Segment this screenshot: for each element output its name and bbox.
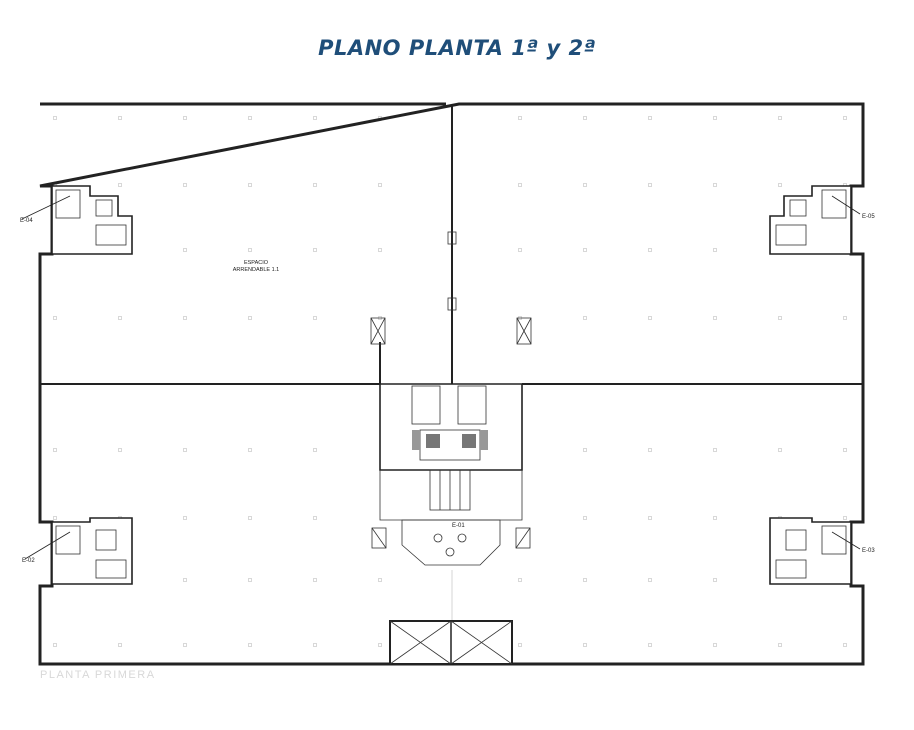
column-marker [183,516,187,520]
column-marker [248,578,252,582]
stair-label-e05: E-05 [862,214,875,220]
column-marker [53,643,57,647]
column-marker [183,448,187,452]
column-marker [313,448,317,452]
column-marker [518,248,522,252]
structural-columns [53,116,847,647]
stair-label-e01: E-01 [452,523,465,529]
column-marker [118,183,122,187]
column-marker [313,183,317,187]
stair-label-e03: E-03 [862,548,875,554]
column-marker [518,643,522,647]
column-marker [778,643,782,647]
column-marker [648,183,652,187]
column-marker [778,183,782,187]
column-marker [53,316,57,320]
column-marker [183,116,187,120]
column-marker [648,448,652,452]
stair-core-sw [24,517,133,585]
column-marker [648,578,652,582]
column-marker [248,116,252,120]
column-marker [248,516,252,520]
column-marker [378,578,382,582]
column-marker [248,448,252,452]
stair-label-e04: E-04 [20,218,33,224]
column-marker [313,316,317,320]
column-marker [313,516,317,520]
column-marker [713,316,717,320]
column-marker [583,643,587,647]
column-marker [378,183,382,187]
space-label-line-2: ARRENDABLE 1.1 [233,267,279,273]
column-marker [648,516,652,520]
column-marker [313,643,317,647]
plan-title: PLANO PLANTA 1ª y 2ª [318,36,596,60]
column-marker [118,116,122,120]
column-marker [713,578,717,582]
equipment-symbols [370,231,532,549]
column-marker [183,316,187,320]
stair-core-se [769,517,861,585]
space-label-line-1: ESPACIO [244,260,269,266]
column-marker [843,516,847,520]
column-marker [583,248,587,252]
column-marker [778,448,782,452]
column-marker [843,448,847,452]
column-marker [248,316,252,320]
column-marker [583,183,587,187]
column-marker [248,183,252,187]
stair-core-ne [769,185,861,255]
column-marker [583,116,587,120]
column-marker [118,643,122,647]
column-marker [713,183,717,187]
column-marker [843,116,847,120]
column-marker [518,183,522,187]
column-marker [313,116,317,120]
column-marker [378,248,382,252]
column-marker [648,316,652,320]
column-marker [713,448,717,452]
column-marker [183,248,187,252]
column-marker [843,643,847,647]
footer-caption: PLANTA PRIMERA [40,669,156,681]
column-marker [183,578,187,582]
column-marker [713,248,717,252]
column-marker [118,448,122,452]
column-marker [778,116,782,120]
column-marker [183,183,187,187]
column-marker [778,316,782,320]
column-marker [118,316,122,320]
column-marker [518,578,522,582]
column-marker [248,248,252,252]
central-core [379,383,523,566]
column-marker [53,116,57,120]
stair-label-e02: E-02 [22,558,35,564]
column-marker [583,516,587,520]
stair-core-nw [21,185,133,255]
loading-dock [389,620,513,665]
column-marker [648,248,652,252]
column-marker [313,248,317,252]
column-marker [378,643,382,647]
column-marker [248,643,252,647]
column-marker [583,448,587,452]
column-marker [53,516,57,520]
column-marker [53,448,57,452]
column-marker [648,643,652,647]
column-marker [713,643,717,647]
column-marker [583,316,587,320]
column-marker [313,578,317,582]
column-marker [518,116,522,120]
column-marker [648,116,652,120]
column-marker [183,643,187,647]
column-marker [713,116,717,120]
column-marker [713,516,717,520]
column-marker [583,578,587,582]
column-marker [843,316,847,320]
